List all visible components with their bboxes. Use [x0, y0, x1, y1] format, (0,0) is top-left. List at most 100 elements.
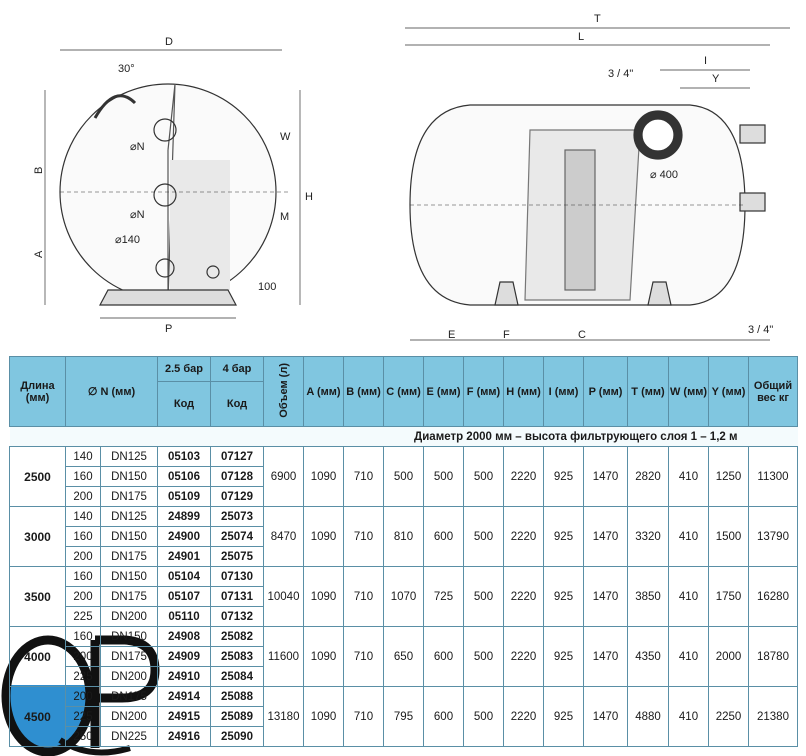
- header-y: Y (мм): [708, 356, 749, 427]
- cell-c: 650: [383, 626, 424, 687]
- cell-code-4: 25090: [210, 726, 264, 747]
- header-a: A (мм): [303, 356, 344, 427]
- cell-diameter: 140: [65, 506, 101, 527]
- cell-weight: 16280: [748, 566, 798, 627]
- label-y: Y: [712, 73, 720, 85]
- label-bottom-thread: 3 / 4": [748, 324, 773, 336]
- table-subtitle: Диаметр 2000 мм – высота фильтрующего сл…: [9, 426, 798, 447]
- cell-i: 925: [543, 626, 584, 687]
- header-length: Длина (мм): [9, 356, 66, 427]
- cell-code-25: 24915: [157, 706, 211, 727]
- cell-dn: DN175: [100, 646, 158, 667]
- cell-f: 500: [463, 446, 504, 507]
- header-weight: Общий вес кг: [748, 356, 798, 427]
- cell-a: 1090: [303, 506, 344, 567]
- cell-code-25: 24910: [157, 666, 211, 687]
- cell-code-4: 25089: [210, 706, 264, 727]
- cell-t: 4880: [627, 686, 669, 747]
- cell-diameter: 225: [65, 606, 101, 627]
- cell-y: 1750: [708, 566, 749, 627]
- cell-volume: 13180: [263, 686, 304, 747]
- label-c: C: [578, 329, 586, 341]
- cell-dn: DN150: [100, 566, 158, 587]
- cell-volume: 11600: [263, 626, 304, 687]
- header-code-4: Код: [210, 381, 264, 427]
- header-n: ∅ N (мм): [65, 356, 158, 427]
- cell-w: 410: [668, 686, 709, 747]
- cell-w: 410: [668, 626, 709, 687]
- cell-diameter: 200: [65, 546, 101, 567]
- cell-length: 3000: [9, 506, 66, 567]
- cell-b: 710: [343, 626, 384, 687]
- cell-volume: 10040: [263, 566, 304, 627]
- cell-dn: DN150: [100, 466, 158, 487]
- cell-dn: DN175: [100, 586, 158, 607]
- header-code-25: Код: [157, 381, 211, 427]
- header-t: T (мм): [627, 356, 669, 427]
- header-p: P (мм): [583, 356, 628, 427]
- cell-diameter: 200: [65, 586, 101, 607]
- cell-y: 1250: [708, 446, 749, 507]
- cell-dn: DN225: [100, 726, 158, 747]
- label-d: D: [165, 36, 173, 48]
- cell-e: 500: [423, 446, 464, 507]
- label-f: F: [503, 329, 510, 341]
- cell-diameter: 200: [65, 646, 101, 667]
- cell-t: 3850: [627, 566, 669, 627]
- label-top-thread: 3 / 4": [608, 68, 633, 80]
- cell-volume: 6900: [263, 446, 304, 507]
- cell-code-4: 25082: [210, 626, 264, 647]
- cell-p: 1470: [583, 686, 628, 747]
- cell-code-25: 05107: [157, 586, 211, 607]
- cell-length: 3500: [9, 566, 66, 627]
- cell-code-25: 24899: [157, 506, 211, 527]
- cell-code-4: 25073: [210, 506, 264, 527]
- cell-p: 1470: [583, 506, 628, 567]
- header-c: C (мм): [383, 356, 424, 427]
- cell-diameter: 160: [65, 466, 101, 487]
- cell-i: 925: [543, 506, 584, 567]
- cell-code-25: 05109: [157, 486, 211, 507]
- front-view: [405, 27, 790, 341]
- cell-diameter: 140: [65, 446, 101, 467]
- cell-h: 2220: [503, 566, 544, 627]
- cell-b: 710: [343, 686, 384, 747]
- cell-code-25: 05106: [157, 466, 211, 487]
- cell-i: 925: [543, 566, 584, 627]
- cell-code-25: 05110: [157, 606, 211, 627]
- cell-dn: DN125: [100, 446, 158, 467]
- cell-code-4: 07130: [210, 566, 264, 587]
- cell-length: 4000: [9, 626, 66, 687]
- cell-diameter: 200: [65, 486, 101, 507]
- spec-table: Длина (мм) ∅ N (мм) 2.5 бар 4 бар Объем …: [9, 356, 798, 747]
- cell-weight: 18780: [748, 626, 798, 687]
- label-100: 100: [258, 281, 276, 293]
- cell-b: 710: [343, 506, 384, 567]
- cell-code-25: 24909: [157, 646, 211, 667]
- cell-code-25: 24901: [157, 546, 211, 567]
- label-b: B: [33, 167, 45, 174]
- cell-length: 4500: [9, 686, 66, 747]
- label-t: T: [594, 13, 601, 25]
- cell-h: 2220: [503, 446, 544, 507]
- cell-f: 500: [463, 506, 504, 567]
- cell-diameter: 160: [65, 566, 101, 587]
- cell-code-25: 24908: [157, 626, 211, 647]
- cell-dn: DN200: [100, 706, 158, 727]
- cell-dn: DN150: [100, 526, 158, 547]
- header-b: B (мм): [343, 356, 384, 427]
- cell-a: 1090: [303, 446, 344, 507]
- cell-i: 925: [543, 446, 584, 507]
- label-d140: ⌀140: [115, 234, 140, 246]
- cell-diameter: 225: [65, 706, 101, 727]
- side-view: [44, 49, 301, 319]
- cell-e: 600: [423, 506, 464, 567]
- cell-t: 4350: [627, 626, 669, 687]
